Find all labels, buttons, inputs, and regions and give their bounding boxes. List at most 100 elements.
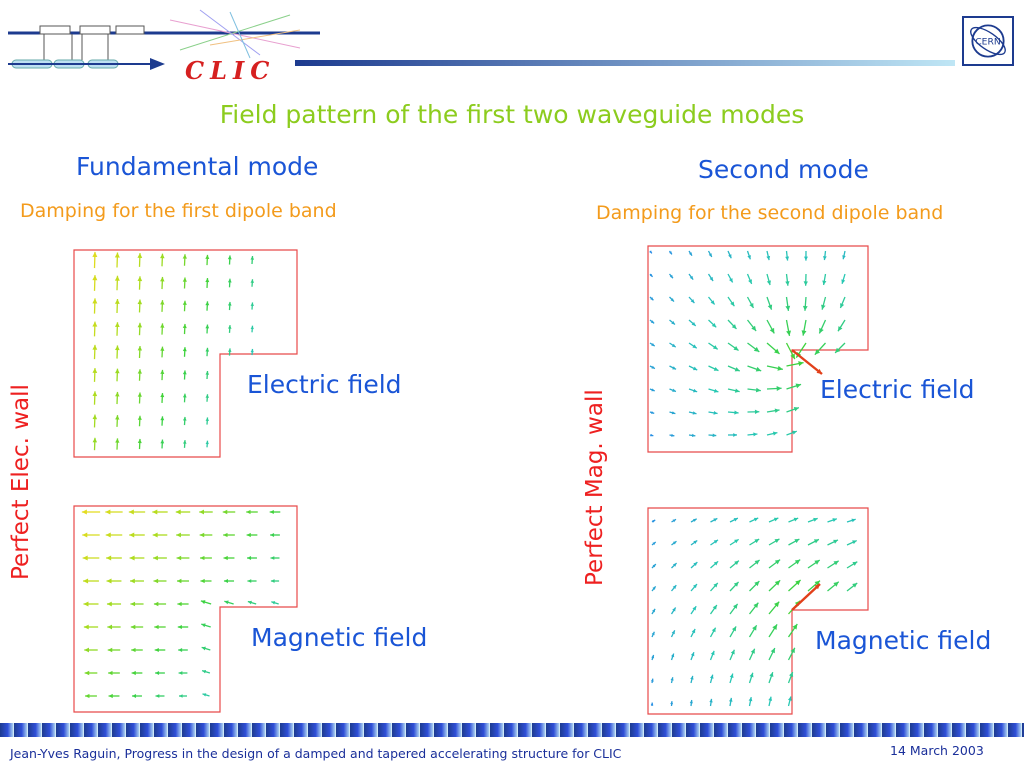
field-arrow [748, 648, 756, 661]
field-arrow [747, 342, 760, 353]
field-arrow [827, 518, 838, 523]
field-arrow [766, 273, 771, 286]
field-arrow [787, 696, 792, 707]
field-arrow [785, 296, 791, 311]
field-arrow [688, 319, 697, 327]
field-arrow [708, 410, 718, 415]
field-arrow [748, 697, 753, 707]
field-arrow [710, 517, 718, 523]
field-arrow [199, 509, 213, 515]
field-arrow [651, 541, 657, 546]
field-arrow [768, 601, 780, 615]
field-arrow [649, 411, 655, 414]
field-arrow [827, 560, 840, 569]
field-arrow [786, 361, 804, 367]
field-arrow [81, 509, 101, 515]
field-arrow [129, 555, 145, 561]
field-arrow [688, 433, 696, 438]
header-banner [8, 9, 955, 70]
field-arrow [788, 517, 799, 523]
field-arrow [202, 693, 210, 697]
field-arrow [709, 698, 713, 707]
field-arrow [137, 276, 143, 290]
field-arrow [727, 342, 739, 352]
field-arrow [114, 252, 120, 268]
field-arrow [837, 319, 846, 332]
field-arrow [107, 647, 121, 653]
field-arrow [688, 342, 698, 349]
field-arrow [786, 430, 798, 436]
cern-logo-icon: CERN [962, 16, 1014, 66]
field-arrow [746, 273, 753, 285]
field-arrow [807, 580, 821, 592]
field-arrow [689, 699, 693, 707]
field-arrow [688, 250, 693, 257]
field-arrow [105, 532, 123, 538]
field-arrow [222, 509, 236, 515]
field-arrow [250, 348, 254, 356]
field-arrow [205, 417, 209, 425]
field-arrow [729, 673, 734, 684]
field-arrow [132, 694, 142, 698]
field-arrow [177, 578, 189, 584]
field-arrow [785, 319, 792, 336]
field-arrow [651, 585, 657, 592]
field-arrow [205, 370, 210, 380]
field-arrow [670, 653, 675, 661]
field-arrow [688, 273, 694, 280]
field-arrow [182, 347, 187, 357]
field-arrow [708, 342, 719, 350]
field-arrow [710, 539, 719, 546]
field-arrow [768, 624, 778, 638]
field-arrow [227, 278, 232, 288]
field-arrow [182, 277, 187, 289]
field-arrow [137, 369, 142, 381]
field-arrow [182, 416, 187, 426]
field-arrow [201, 669, 211, 674]
field-arrow [690, 605, 697, 615]
field-arrow [155, 671, 165, 675]
field-arrow [788, 559, 801, 569]
field-arrow [708, 365, 719, 372]
field-arrow [788, 579, 802, 592]
field-arrow [108, 670, 120, 676]
field-arrow [746, 296, 755, 309]
field-arrow [92, 368, 98, 382]
second-mode-heading: Second mode [698, 155, 869, 184]
field-arrow [671, 562, 678, 569]
field-arrow [710, 582, 719, 592]
field-arrow [227, 325, 232, 333]
field-arrow [727, 273, 734, 283]
field-arrow [768, 696, 773, 707]
field-arrow [247, 556, 257, 560]
field-arrow [270, 533, 280, 537]
field-arrow [649, 388, 656, 392]
field-arrow [650, 678, 654, 684]
field-arrow [106, 601, 122, 607]
field-arrow [814, 342, 826, 356]
perfect-mag-wall-label: Perfect Mag. wall [582, 389, 608, 586]
field-arrow [827, 581, 840, 592]
field-arrow [160, 439, 165, 449]
field-arrow [748, 624, 758, 638]
field-arrow [803, 273, 808, 286]
field-arrow [177, 601, 189, 607]
field-arrow [749, 538, 760, 546]
field-arrow [707, 250, 713, 258]
field-arrow [154, 624, 166, 630]
field-arrow [199, 532, 213, 538]
field-arrow [271, 601, 279, 605]
field-arrow [690, 628, 696, 638]
field-arrow [807, 559, 821, 569]
field-arrow [137, 322, 143, 336]
field-arrow [153, 601, 167, 607]
field-arrow [82, 532, 100, 538]
field-arrow [787, 623, 798, 638]
field-arrow [250, 325, 254, 333]
field-arrow [108, 693, 120, 699]
field-arrow [749, 580, 760, 592]
field-arrow [250, 279, 255, 287]
field-arrow [107, 624, 121, 630]
field-arrow [690, 539, 698, 546]
field-arrow [155, 694, 165, 698]
